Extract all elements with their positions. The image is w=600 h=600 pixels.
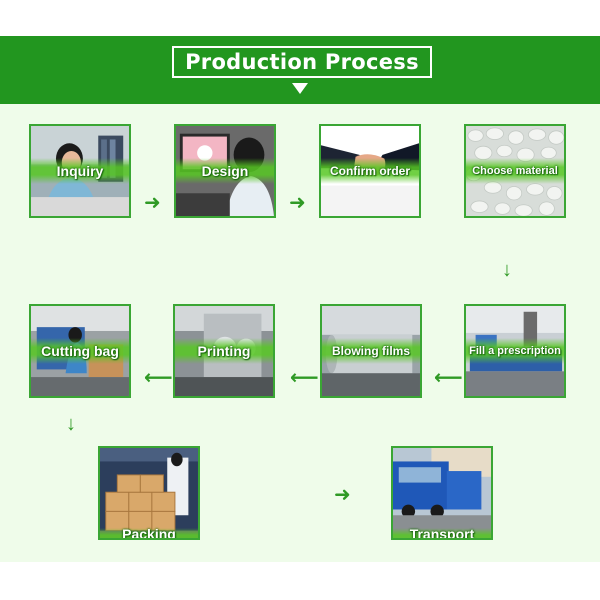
step-packing: Packing bbox=[98, 446, 200, 540]
step-design: Design bbox=[174, 124, 276, 218]
label-band bbox=[176, 158, 274, 184]
label-band bbox=[321, 158, 419, 184]
blue-trucks-image bbox=[393, 448, 491, 538]
step-fill-a-prescription: Fill a prescription bbox=[464, 304, 566, 398]
step-label: Transport bbox=[409, 526, 475, 540]
step-inquiry: Inquiry bbox=[29, 124, 131, 218]
step-label: Cutting bag bbox=[41, 343, 119, 359]
step-label: Printing bbox=[197, 343, 251, 359]
label-band bbox=[100, 528, 198, 538]
carton-boxes-image bbox=[100, 448, 198, 538]
arrow-right-icon: ➜ bbox=[334, 484, 351, 506]
step-label: Blowing films bbox=[332, 344, 410, 358]
arrow-left-icon: ⟵ bbox=[434, 367, 463, 389]
label-band bbox=[31, 158, 129, 184]
step-transport: Transport bbox=[391, 446, 493, 540]
label-band bbox=[466, 338, 564, 364]
step-label: Inquiry bbox=[56, 163, 104, 179]
step-label: Packing bbox=[122, 526, 176, 540]
step-label: Confirm order bbox=[329, 164, 410, 178]
arrow-right-icon: ➜ bbox=[289, 192, 306, 214]
step-label: Choose material bbox=[472, 165, 558, 177]
arrow-down-icon: ↓ bbox=[502, 259, 512, 281]
step-confirm-order: Confirm order bbox=[319, 124, 421, 218]
step-blowing-films: Blowing films bbox=[320, 304, 422, 398]
label-band bbox=[322, 338, 420, 364]
step-choose-material: Choose material bbox=[464, 124, 566, 218]
arrow-left-icon: ⟵ bbox=[144, 367, 173, 389]
label-band bbox=[466, 158, 564, 184]
title-down-arrow-icon bbox=[292, 83, 308, 94]
arrow-left-icon: ⟵ bbox=[290, 367, 319, 389]
step-cutting-bag: Cutting bag bbox=[29, 304, 131, 398]
step-printing: Printing bbox=[173, 304, 275, 398]
step-label: Design bbox=[201, 163, 249, 179]
label-band bbox=[393, 528, 491, 538]
label-band bbox=[31, 338, 129, 364]
arrow-down-icon: ↓ bbox=[66, 413, 76, 435]
label-band bbox=[175, 338, 273, 364]
arrow-right-icon: ➜ bbox=[144, 192, 161, 214]
step-label: Fill a prescription bbox=[469, 345, 561, 357]
page-title: Production Process bbox=[172, 46, 432, 78]
